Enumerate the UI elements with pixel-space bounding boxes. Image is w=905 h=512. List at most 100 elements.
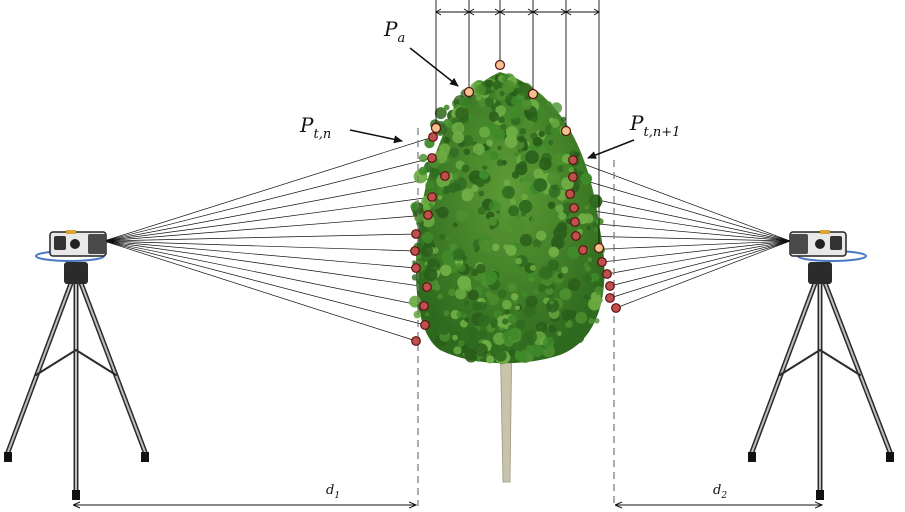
leaf-cluster	[443, 104, 450, 111]
leaf-cluster	[525, 295, 538, 308]
leaf-cluster	[523, 304, 537, 318]
leaf-cluster	[594, 286, 604, 296]
label-p-t-n-plus-1: Pt,n+1	[629, 111, 680, 140]
side-point-marker	[419, 301, 429, 311]
leaf-cluster	[548, 246, 559, 258]
leaf-cluster	[525, 353, 534, 362]
side-point-marker	[423, 210, 433, 220]
scan-rays-left	[103, 136, 446, 342]
right-tripod	[749, 267, 893, 495]
leaf-cluster	[584, 205, 589, 210]
leaf-cluster	[471, 184, 479, 192]
leaf-cluster	[475, 157, 485, 167]
leaf-cluster	[512, 265, 519, 272]
leaf-cluster	[555, 204, 564, 213]
leaf-cluster	[486, 139, 494, 147]
side-point-marker	[568, 155, 578, 165]
leaf-cluster	[515, 305, 520, 311]
leaf-cluster	[422, 203, 431, 212]
leaf-cluster	[508, 205, 519, 217]
leaf-cluster	[516, 319, 526, 330]
leaf-cluster	[532, 238, 542, 248]
leaf-cluster	[573, 332, 585, 344]
leaf-cluster	[538, 161, 545, 167]
scan-ray-right	[606, 240, 791, 275]
leaf-cluster	[561, 309, 573, 321]
right-scanner-on-tripod	[748, 230, 894, 500]
leaf-cluster	[488, 111, 500, 122]
leaf-cluster	[477, 314, 490, 327]
leaf-cluster	[516, 351, 528, 363]
leaf-cluster	[549, 300, 554, 305]
leaf-cluster	[445, 236, 451, 241]
side-point-marker	[410, 246, 420, 256]
leaf-cluster	[485, 291, 493, 298]
leaf-cluster	[528, 276, 535, 283]
leaf-cluster	[545, 101, 552, 108]
leaf-cluster	[461, 190, 473, 202]
side-point-marker	[611, 303, 621, 313]
leaf-cluster	[513, 218, 524, 230]
leaf-cluster	[452, 334, 458, 341]
leaf-cluster	[443, 310, 450, 317]
side-point-marker	[428, 132, 438, 142]
leaf-cluster	[518, 199, 533, 214]
leaf-cluster	[437, 187, 446, 197]
leaf-cluster	[477, 301, 487, 311]
left-scanner-on-tripod	[4, 230, 149, 500]
interval-arrow-left	[499, 8, 506, 16]
leaf-cluster	[556, 221, 568, 233]
leaf-cluster	[536, 230, 547, 241]
leaf-cluster	[413, 310, 422, 319]
leaf-cluster	[530, 215, 542, 227]
leaf-cluster	[475, 84, 486, 95]
scan-ray-right	[573, 207, 791, 242]
leaf-cluster	[575, 311, 588, 324]
scan-ray-right	[601, 240, 791, 263]
leaf-cluster	[478, 190, 485, 197]
leaf-cluster	[508, 349, 516, 357]
leaf-cluster	[510, 293, 519, 301]
side-point-marker	[427, 192, 437, 202]
leaf-cluster	[547, 140, 554, 146]
leaf-cluster	[434, 107, 447, 120]
scan-rays-right	[569, 159, 791, 309]
leaf-cluster	[462, 313, 467, 319]
leaf-cluster	[499, 91, 505, 97]
leaf-cluster	[458, 96, 471, 109]
leaf-cluster	[488, 294, 499, 306]
top-interval-dimension	[435, 8, 600, 16]
scan-ray-left	[103, 240, 426, 326]
leaf-cluster	[510, 198, 516, 205]
scan-ray-right	[575, 235, 791, 242]
label-d2: d2	[713, 483, 727, 501]
label-p-t-n: Pt,n	[299, 113, 331, 142]
leaf-cluster	[429, 304, 437, 312]
leaf-cluster	[466, 326, 479, 339]
leaf-cluster	[519, 128, 526, 135]
leaf-cluster	[463, 148, 471, 156]
leaf-cluster	[561, 266, 569, 274]
leaf-cluster	[585, 266, 591, 272]
vertical-projection-lines	[435, 0, 600, 243]
leaf-cluster	[412, 211, 419, 217]
leaf-cluster	[478, 98, 487, 108]
scan-ray-left	[103, 240, 417, 342]
leaf-cluster	[523, 329, 537, 344]
leaf-cluster	[502, 318, 509, 325]
leaf-cluster	[437, 293, 444, 300]
scan-ray-right	[572, 159, 791, 242]
leaf-cluster	[456, 209, 469, 222]
leaf-cluster	[416, 254, 422, 260]
side-point-marker	[569, 203, 579, 213]
leaf-cluster	[486, 355, 495, 364]
leaf-cluster	[504, 309, 510, 315]
scan-ray-left	[103, 136, 434, 242]
ptn1-arrow	[587, 139, 635, 159]
right-laser-scanner	[789, 230, 867, 262]
leaf-cluster	[521, 99, 532, 110]
leaf-cluster	[442, 189, 449, 195]
leaf-cluster	[519, 177, 525, 183]
leaf-cluster	[423, 268, 438, 282]
leaf-cluster	[493, 80, 503, 90]
